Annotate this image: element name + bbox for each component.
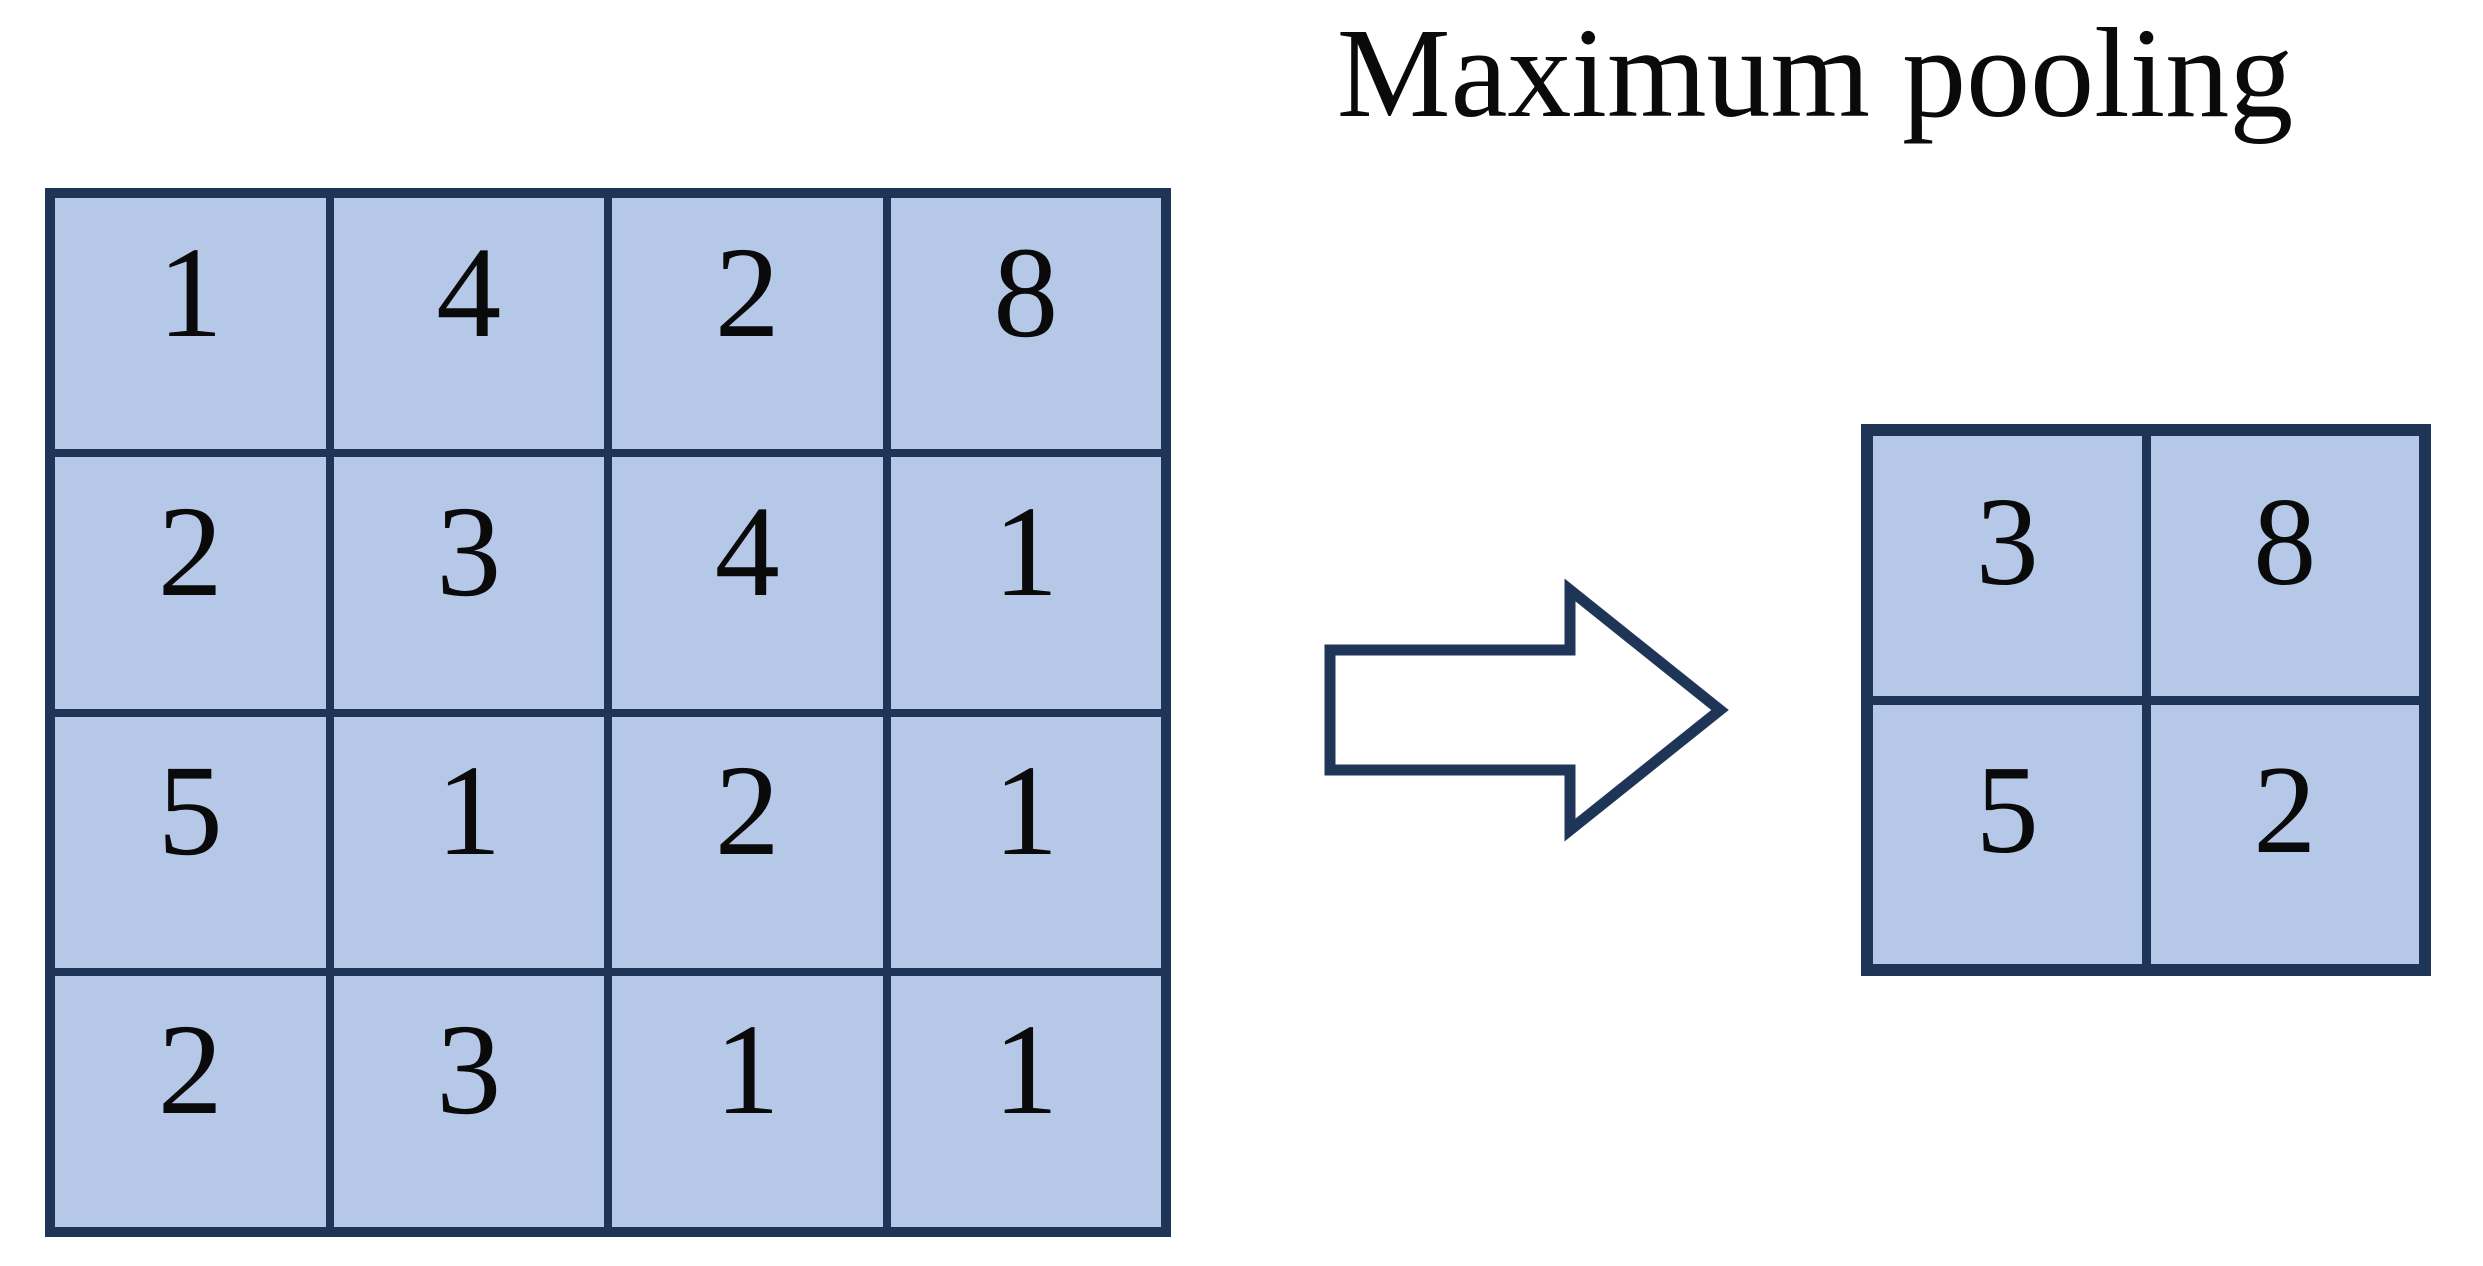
output-cell: 3 [1873,436,2142,696]
pooled-feature-map-grid: 3 8 5 2 [1861,424,2431,976]
input-cell: 2 [55,975,326,1227]
input-cell: 2 [612,198,883,450]
output-cell: 5 [1873,704,2142,964]
input-cell: 8 [890,198,1161,450]
input-feature-map-grid: 1 4 2 8 2 3 4 1 5 1 2 1 2 3 1 1 [45,188,1171,1237]
input-cell: 4 [333,198,604,450]
input-cell: 5 [55,716,326,968]
right-arrow-icon [1324,578,1729,842]
input-cell: 1 [890,975,1161,1227]
output-cell: 2 [2150,704,2419,964]
input-cell: 1 [890,716,1161,968]
input-cell: 1 [612,975,883,1227]
input-cell: 2 [612,716,883,968]
output-cell: 8 [2150,436,2419,696]
input-cell: 1 [333,716,604,968]
input-cell: 3 [333,975,604,1227]
input-cell: 4 [612,457,883,709]
input-cell: 2 [55,457,326,709]
page-title: Maximum pooling [1336,2,2294,144]
input-cell: 3 [333,457,604,709]
input-cell: 1 [55,198,326,450]
right-arrow-glyph [1324,578,1729,842]
arrow-shape [1324,578,1729,842]
input-cell: 1 [890,457,1161,709]
